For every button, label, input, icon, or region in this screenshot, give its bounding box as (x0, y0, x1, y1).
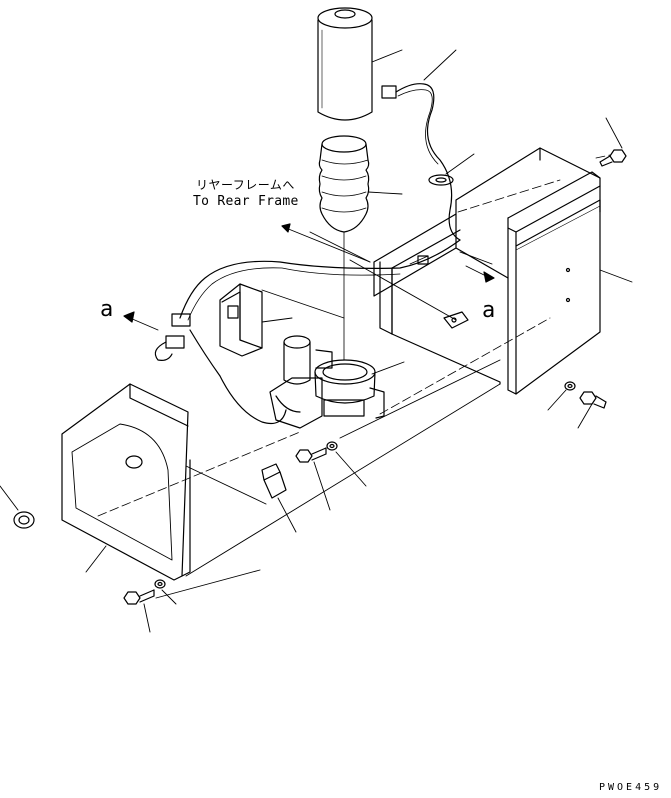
view-mark-a-left: a (100, 297, 114, 322)
reference-lines (156, 260, 500, 598)
arrow-view-a-left (124, 312, 158, 330)
assembly-lines (98, 155, 610, 516)
cover-plate (62, 384, 190, 580)
solenoid-valve (270, 336, 332, 428)
clip (262, 464, 286, 498)
washer (155, 580, 165, 588)
washer (565, 382, 575, 390)
arrow-view-a-right (466, 266, 494, 282)
filter-bellows (319, 136, 368, 360)
connector (382, 86, 396, 98)
arrow-to-rear-frame (282, 224, 370, 262)
filter-element (318, 8, 372, 120)
filter-base (315, 360, 384, 418)
leader-lines (0, 50, 632, 632)
callout-jp-label: リヤーフレームへ (196, 178, 295, 192)
bolt (600, 150, 626, 166)
wire-harness (155, 84, 460, 424)
bolt (124, 590, 154, 604)
washer (327, 442, 337, 450)
cable-grommet (14, 512, 34, 528)
grommet (429, 175, 453, 185)
bolt (580, 392, 606, 408)
relay-bracket (220, 284, 262, 356)
view-mark-a-right: a (482, 298, 496, 323)
mounting-case (374, 148, 600, 394)
bolt (296, 448, 326, 462)
callout-en-label: To Rear Frame (193, 194, 299, 209)
drawing-code: PWOE459 (599, 782, 663, 793)
